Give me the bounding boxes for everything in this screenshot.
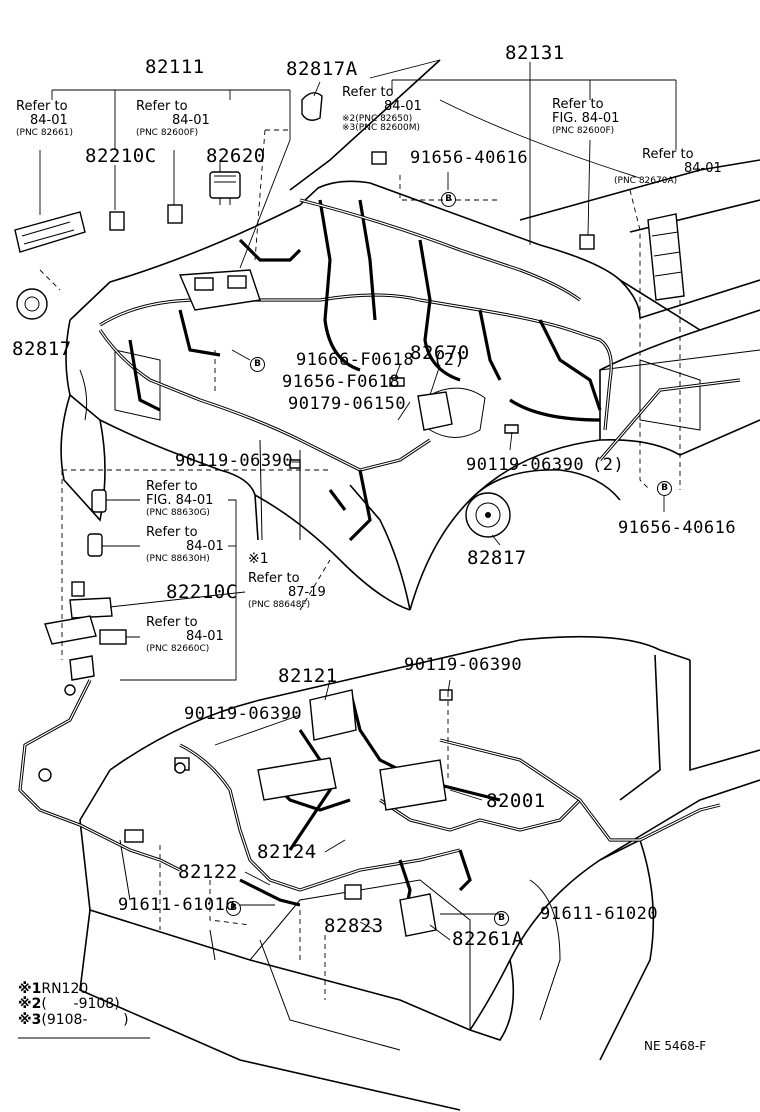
refer-to-page: 84-01 [186, 629, 224, 645]
label-82817-left[interactable]: 82817 [12, 338, 72, 360]
lower-components [38, 684, 453, 937]
refer-to-pnc: (PNC 82670A) [614, 175, 678, 186]
label-82131[interactable]: 82131 [505, 42, 565, 64]
refer-to-page: FIG. 84-01 [146, 493, 214, 509]
refer-to-block[interactable]: Refer to 84-01 (PNC 82600F) [136, 99, 210, 138]
label-82122[interactable]: 82122 [178, 861, 238, 883]
refer-to-page: FIG. 84-01 [552, 111, 620, 127]
label-91666-F0618[interactable]: 91666-F0618 [296, 350, 415, 370]
label-90119-06390-lower-right[interactable]: 90119-06390 [404, 655, 523, 675]
legend-row: ※2( -9108) [18, 996, 120, 1013]
variant-legend: ※1RN120 ※2( -9108) ※3(9108- ) [18, 981, 129, 1028]
variant-mark: ※1 [248, 551, 269, 567]
legend-row: ※1RN120 [18, 981, 89, 997]
refer-to-block[interactable]: Refer to 87-19 (PNC 88648F) [248, 571, 326, 610]
refer-to-block[interactable]: Refer to 84-01 (PNC 82660C) [146, 615, 224, 654]
engine-wire-harness [98, 198, 741, 542]
circle-b-icon: B [657, 478, 672, 496]
refer-to-text: Refer to [342, 85, 394, 100]
refer-to-pnc: (PNC 88630G) [146, 507, 210, 518]
mid-left-sensors [44, 469, 331, 681]
label-82210C-mid[interactable]: 82210C [166, 581, 238, 603]
refer-to-page: 84-01 [172, 113, 210, 129]
refer-to-text: Refer to [136, 99, 188, 114]
label-91656-40616-top[interactable]: 91656-40616 [410, 148, 529, 168]
upper-components [14, 92, 685, 538]
refer-to-pnc: (PNC 82660C) [146, 643, 210, 654]
label-82817-right[interactable]: 82817 [467, 547, 527, 569]
circle-b-icon: B [494, 908, 509, 926]
circle-b-icon: B [441, 189, 456, 207]
label-82670[interactable]: 82670 [410, 342, 470, 364]
refer-to-variant-2: ※2(PNC 82650) [342, 113, 413, 124]
refer-to-text: Refer to [146, 525, 198, 540]
refer-to-variant-3: ※3(PNC 82600M) [342, 123, 420, 134]
refer-to-pnc: (PNC 88630H) [146, 553, 210, 564]
refer-to-page: 84-01 [186, 539, 224, 555]
refer-to-pnc: (PNC 82661) [16, 127, 73, 138]
label-82817A[interactable]: 82817A [286, 58, 358, 80]
label-91611-61016[interactable]: 91611-61016 [118, 895, 237, 915]
label-90179-06150[interactable]: 90179-06150 [288, 394, 407, 414]
label-82124[interactable]: 82124 [257, 841, 317, 863]
label-90119-06390-left[interactable]: 90119-06390 [175, 451, 294, 471]
refer-to-text: Refer to [642, 147, 694, 162]
label-82111[interactable]: 82111 [145, 56, 205, 78]
floor-wire-harness [18, 679, 721, 916]
callout-leader-lines [18, 59, 681, 1039]
qty-label: (2) [433, 350, 466, 370]
label-82620[interactable]: 82620 [206, 145, 266, 167]
label-91611-61020[interactable]: 91611-61020 [540, 904, 659, 924]
label-82121[interactable]: 82121 [278, 665, 338, 687]
refer-to-text: Refer to [146, 479, 198, 494]
refer-to-text: Refer to [552, 97, 604, 112]
refer-to-text: Refer to [16, 99, 68, 114]
label-90119-06390-lower-left[interactable]: 90119-06390 [184, 704, 303, 724]
legend-row: ※3(9108- ) [18, 1011, 129, 1028]
refer-to-block[interactable]: Refer to 84-01 ※2(PNC 82650) ※3(PNC 8260… [342, 85, 422, 134]
label-82261A[interactable]: 82261A [452, 928, 524, 950]
label-82823[interactable]: 82823 [324, 915, 384, 937]
label-82001[interactable]: 82001 [486, 790, 546, 812]
label-91656-40616-right[interactable]: 91656-40616 [618, 518, 737, 538]
refer-to-page: 84-01 [384, 99, 422, 115]
refer-to-block[interactable]: Refer to 84-01 (PNC 82661) [16, 99, 73, 138]
refer-to-block[interactable]: Refer to 84-01 (PNC 88630H) [146, 525, 224, 564]
qty-label: (2) [592, 455, 625, 475]
label-82210C-top[interactable]: 82210C [85, 145, 157, 167]
refer-to-pnc: (PNC 88648F) [248, 599, 311, 610]
label-91656-F0618[interactable]: 91656-F0618 [282, 372, 401, 392]
circle-b-icon: B [250, 354, 265, 372]
refer-to-pnc: (PNC 82600F) [552, 125, 615, 136]
refer-to-block[interactable]: Refer to 84-01 (PNC 82670A) [614, 147, 722, 186]
refer-to-pnc: (PNC 82600F) [136, 127, 199, 138]
circle-b-icon: B [226, 898, 241, 916]
refer-to-text: Refer to [248, 571, 300, 586]
refer-to-page: 84-01 [684, 161, 722, 177]
refer-to-page: 87-19 [288, 585, 326, 601]
figure-code: NE 5468-F [644, 1039, 707, 1053]
refer-to-block[interactable]: Refer to FIG. 84-01 (PNC 82600F) [552, 97, 620, 136]
refer-to-page: 84-01 [30, 113, 68, 129]
upper-vehicle-body [60, 59, 760, 611]
refer-to-block[interactable]: Refer to FIG. 84-01 (PNC 88630G) [146, 479, 214, 518]
refer-to-text: Refer to [146, 615, 198, 630]
label-90119-06390-right[interactable]: 90119-06390 [466, 455, 585, 475]
